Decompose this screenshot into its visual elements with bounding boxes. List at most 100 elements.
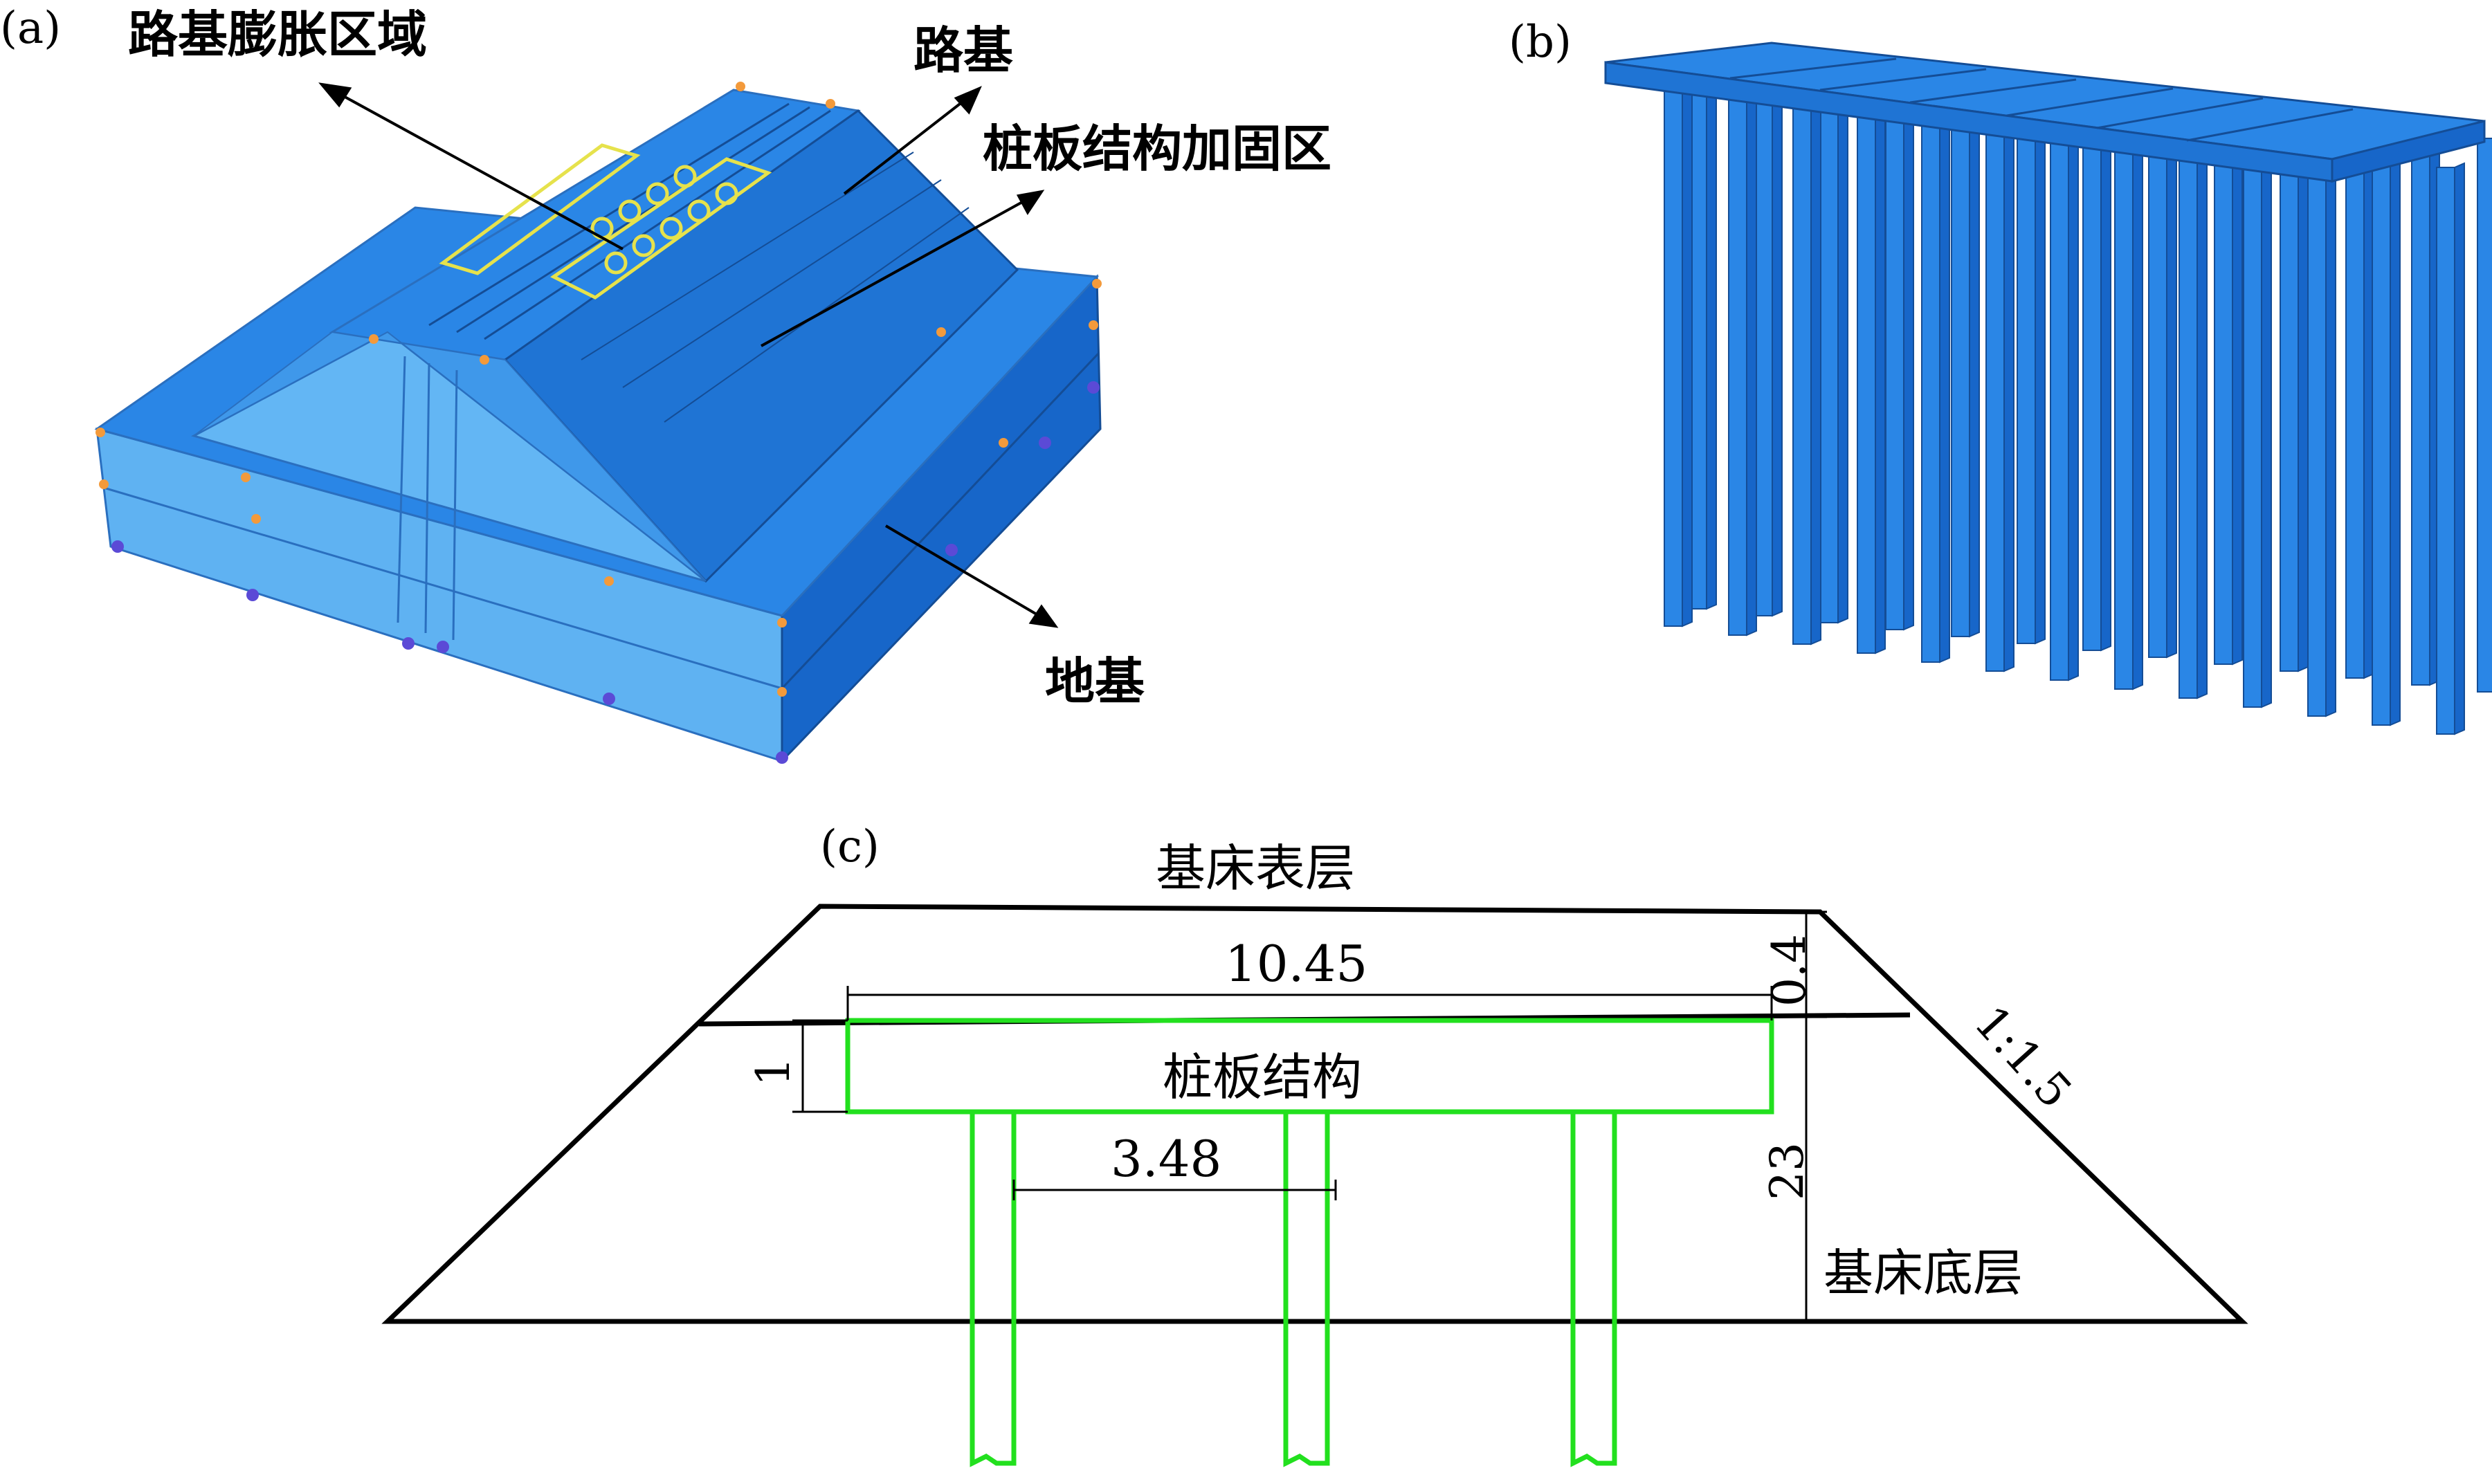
constraint-marker (945, 544, 958, 556)
callout-arrows (318, 82, 1059, 628)
load-marker (999, 438, 1008, 448)
expansion-mesh-band (550, 157, 772, 300)
pile-cross-section (970, 1112, 1017, 1467)
constraint-marker (776, 751, 788, 764)
pile-side (1706, 50, 1717, 610)
callout-reinforcement-zone: 桩板结构加固区 (983, 120, 1331, 178)
slab-cross-section (845, 1018, 1774, 1115)
pile (2477, 138, 2492, 693)
arrow-foundation (884, 524, 1046, 621)
dim-label-bottom-layer-thickness: 23 (1761, 1142, 1814, 1200)
constraint-marker (111, 540, 124, 553)
pile (2372, 159, 2391, 726)
pile-side (2261, 139, 2272, 708)
pile-side (2197, 131, 2208, 699)
load-marker (1092, 279, 1102, 288)
load-marker (251, 514, 261, 524)
callout-expansion-zone: 路基膨胀区域 (128, 6, 427, 64)
panel-a-label: (a) (0, 3, 61, 54)
mesh-ring (673, 165, 697, 188)
pile-trace (424, 363, 430, 634)
slab-joint-line (1819, 68, 1987, 91)
stripe-line (622, 179, 942, 388)
load-markers (96, 82, 1102, 697)
pile (2345, 124, 2365, 679)
pile-side (2035, 84, 2046, 645)
pile-side (1875, 93, 1886, 654)
mesh-ring (646, 182, 669, 205)
constraint-marker (437, 641, 449, 653)
pile-side (1837, 64, 1848, 624)
arrowhead-foundation (1028, 604, 1059, 628)
arrow-reinforcement-zone (761, 196, 1032, 347)
label-pile-slab: 桩板结构 (1163, 1048, 1362, 1106)
load-marker (826, 99, 835, 109)
pile-trace (452, 369, 458, 641)
pile-side (1682, 71, 1693, 628)
pile-slab (1604, 42, 2486, 183)
panel-c-label: (c) (820, 821, 880, 872)
constraint-marker (1039, 437, 1051, 449)
slab-right-face (2331, 120, 2486, 183)
pile (2243, 144, 2262, 708)
arrowhead-expansion-zone (318, 82, 352, 108)
pile (2214, 110, 2233, 665)
panel-b-label: (b) (1509, 17, 1572, 68)
pile (2411, 131, 2430, 686)
mesh-ring (618, 199, 642, 223)
pile (2082, 96, 2102, 651)
pile-side (2100, 91, 2111, 652)
dim-label-slab-width: 10.45 (1225, 935, 1367, 993)
foundation-layer-line (103, 486, 783, 690)
pile-side (1746, 78, 1757, 636)
pile (2436, 167, 2455, 735)
pile-side (2132, 124, 2143, 690)
pile (1985, 113, 2005, 672)
pile-side (1903, 71, 1914, 631)
slab-joint-line (2006, 87, 2174, 117)
load-marker (480, 355, 489, 365)
callout-subgrade: 路基 (913, 21, 1013, 80)
pile-side (2166, 98, 2177, 659)
mesh-ring (687, 199, 711, 223)
arrow-expansion-zone (331, 89, 624, 250)
constraint-markers (111, 381, 1100, 764)
dim-label-pile-spacing: 3.48 (1111, 1130, 1221, 1188)
pile (2017, 89, 2036, 644)
pile-side (1969, 77, 1980, 638)
load-marker (777, 618, 787, 628)
pile (1885, 75, 1904, 630)
slab-joint-line (1729, 57, 1897, 80)
load-marker (777, 687, 787, 697)
pile (1921, 106, 1940, 663)
pile (2114, 129, 2134, 690)
panel-a: (a) (0, 3, 1331, 764)
arrow-subgrade (843, 95, 970, 195)
load-marker (604, 576, 614, 586)
constraint-marker (246, 589, 259, 601)
pile-cross-section (1283, 1112, 1330, 1467)
pile (1819, 68, 1839, 623)
mesh-ring (660, 217, 683, 240)
pile-side (2325, 147, 2336, 717)
pile-slab-structure (845, 1018, 1774, 1467)
callout-foundation: 地基 (1045, 652, 1145, 711)
pile (2307, 152, 2327, 717)
embankment-outline (381, 904, 2248, 1324)
dim-label-slope: 1:1.5 (1964, 996, 2082, 1118)
load-marker (96, 428, 105, 437)
expansion-mesh-band (439, 143, 641, 275)
load-marker (99, 479, 109, 489)
expansion-mesh (439, 143, 772, 300)
pile-side (2003, 109, 2014, 672)
pile-side (2298, 112, 2309, 672)
pile (2050, 121, 2069, 681)
pile-side (2068, 116, 2079, 681)
panel-b: (b) (1509, 17, 2492, 735)
pile-side (1939, 101, 1950, 663)
constraint-marker (402, 637, 415, 650)
pile (1857, 98, 1876, 654)
pile-side (2390, 154, 2401, 726)
label-top-layer: 基床表层 (1156, 839, 1355, 897)
